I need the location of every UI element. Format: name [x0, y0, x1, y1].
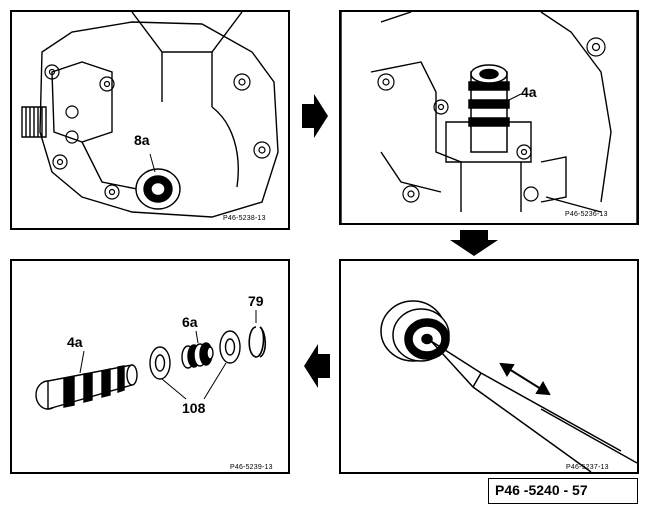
pry-tool — [430, 340, 637, 472]
callout-79: 79 — [248, 293, 264, 309]
leader-108 — [161, 362, 227, 400]
exploded-parts-drawing — [35, 310, 267, 410]
callout-4a: 4a — [521, 84, 537, 100]
panel-step-3: P46-5237-13 — [339, 259, 639, 474]
motion-double-arrow — [499, 362, 551, 396]
drawing-code-2: P46-5236-13 — [565, 211, 608, 218]
callout-4a-piston: 4a — [67, 334, 83, 350]
callout-6a: 6a — [182, 314, 198, 330]
drawing-code-3: P46-5237-13 — [566, 464, 609, 471]
piston-4a — [35, 364, 138, 410]
callout-108: 108 — [182, 400, 206, 416]
right-arrow — [302, 94, 328, 138]
pump-piston-end — [380, 300, 450, 362]
piston-4a-installed — [468, 64, 510, 153]
spring-6a — [181, 342, 214, 369]
panel-step-4: 4a 6a 79 108 P46-5239-13 — [10, 259, 290, 474]
drawing-code-4: P46-5239-13 — [230, 464, 273, 471]
seal-8a — [135, 168, 181, 210]
left-arrow — [304, 344, 330, 388]
pump-housing-drawing — [21, 12, 279, 218]
callout-8a: 8a — [134, 132, 150, 148]
drawing-code-1: P46-5238-13 — [223, 215, 266, 222]
seal-removal-drawing — [380, 300, 637, 472]
plate-id-label: P46 -5240 - 57 — [488, 478, 638, 504]
panel-step-2: 4a P46-5236-13 — [339, 10, 639, 225]
washer-108-right — [219, 330, 241, 364]
washer-108-left — [149, 346, 171, 380]
down-arrow — [450, 230, 498, 256]
snap-ring-79 — [248, 326, 267, 358]
panel-step-1: 8a P46-5238-13 — [10, 10, 290, 230]
housing-piston-drawing — [341, 12, 637, 223]
